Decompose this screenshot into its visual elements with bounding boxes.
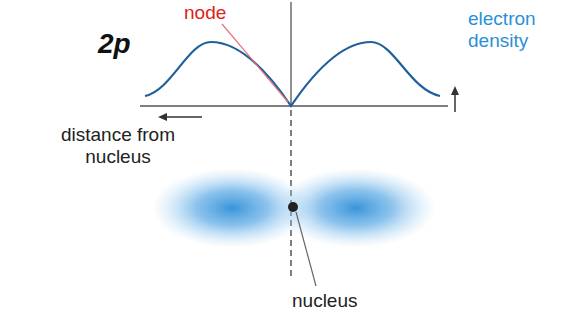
orbital-lobe: [276, 168, 436, 248]
vertical-axis: [290, 2, 291, 106]
nucleus-dot: [288, 202, 298, 212]
axis-label: distance from nucleus: [36, 124, 200, 168]
node-label: node: [184, 2, 226, 24]
axis-label: electron density: [468, 8, 568, 52]
horizontal-axis: [140, 105, 448, 106]
nucleus-label: nucleus: [292, 290, 358, 312]
orbital-title: 2p: [98, 28, 131, 60]
nucleus-leader: [296, 212, 316, 286]
density-curve: [145, 42, 440, 106]
left-arrow: [162, 116, 202, 118]
node-leader: [222, 24, 288, 102]
up-arrow: [454, 90, 456, 112]
